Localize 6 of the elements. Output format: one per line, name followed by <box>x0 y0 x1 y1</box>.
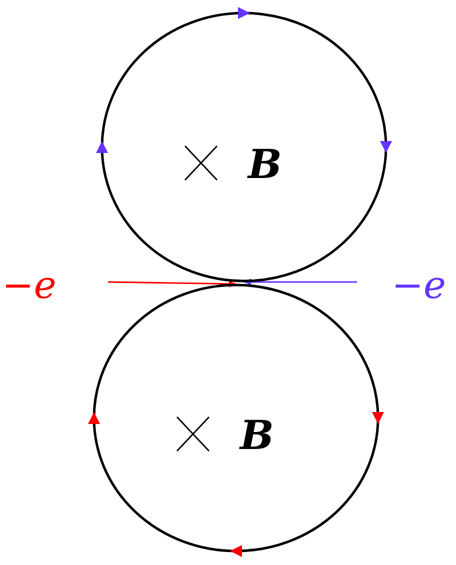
field-symbol: B <box>240 416 274 456</box>
charge-label: −e <box>2 266 56 304</box>
field-symbol: B <box>248 145 282 185</box>
charge-label: −e <box>392 266 446 304</box>
arrow <box>108 280 236 288</box>
arrow <box>244 278 357 286</box>
